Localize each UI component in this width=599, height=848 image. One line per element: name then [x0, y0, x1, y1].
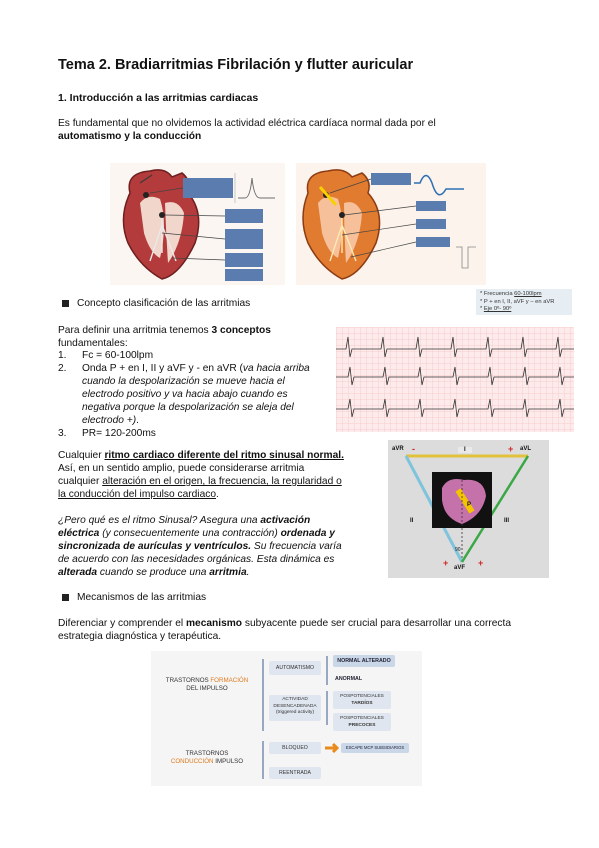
list-item: 1. Fc = 60-100lpm [58, 350, 154, 361]
rhythm-definition-paragraph: Cualquier ritmo cardiaco diferente del r… [58, 450, 344, 500]
actividad-box: ACTIVIDAD DESENCADENADA (triggered activ… [269, 695, 321, 721]
reentrada-box: REENTRADA [269, 767, 321, 779]
heart-conduction-diagram-right [296, 163, 486, 285]
plus-sign: + [478, 558, 484, 568]
sinus-question-paragraph: ¿Pero qué es el ritmo Sinusal? Asegura u… [58, 515, 342, 578]
section-heading-intro: 1. Introducción a las arritmias cardiaca… [58, 92, 259, 104]
plus-sign: + [443, 558, 449, 568]
ecg-strip [336, 327, 574, 432]
automatismo-box: AUTOMATISMO [269, 661, 321, 675]
mechanisms-diagram: TRASTORNOS FORMACIÓN DEL IMPULSO AUTOMAT… [151, 651, 422, 786]
lead-iii-label: III [504, 518, 510, 524]
criteria-list: 1. Fc = 60-100lpm 2. Onda P + en I, II y… [58, 349, 328, 440]
bullet-square-icon [62, 594, 69, 601]
sinus-rhythm-note: * Frecuencia 60-100lpm * P + en I, II, a… [476, 289, 572, 315]
escape-box: ESCAPE MCP SUBSIDIARIOS [341, 743, 409, 753]
avr-label: aVR [392, 446, 404, 452]
avl-label: aVL [520, 446, 532, 452]
bullet-square-icon [62, 300, 69, 307]
einthoven-triangle-diagram: aVR aVL aVF I II III P 90 - + + + [388, 440, 549, 578]
page-title: Tema 2. Bradiarritmias Fibrilación y flu… [58, 57, 414, 73]
minus-sign: - [412, 444, 415, 454]
bullet-mecanismos: Mecanismos de las arritmias [62, 592, 206, 603]
angle-label: 90 [455, 547, 461, 553]
bloqueo-box: BLOQUEO [269, 742, 321, 754]
lead-ii-label: II [410, 518, 414, 524]
bullet-concepto: Concepto clasificación de las arritmias [62, 298, 250, 309]
mechanism-paragraph: Diferenciar y comprender el mecanismo su… [58, 618, 512, 642]
list-item: 3. PR= 120-200ms [58, 428, 156, 439]
lead-i-label: I [458, 447, 472, 453]
plus-sign: + [508, 444, 514, 454]
p-vector-label: P [467, 502, 472, 508]
avf-label: aVF [454, 565, 466, 571]
pospotenciales-tardios-box: POSPOTENCIALES TARDÍOS [333, 691, 391, 709]
formacion-label: TRASTORNOS FORMACIÓN DEL IMPULSO [165, 677, 249, 692]
definition-paragraph: Para definir una arritmia tenemos 3 conc… [58, 325, 271, 349]
heart-conduction-diagram-left [110, 163, 285, 285]
list-item: 2. Onda P + en I, II y aVF y - en aVR (v… [58, 363, 310, 426]
conduccion-label: TRASTORNOS CONDUCCIÓN IMPULSO [170, 750, 244, 765]
anormal-label: ANORMAL [335, 676, 363, 682]
intro-paragraph: Es fundamental que no olvidemos la activ… [58, 118, 436, 142]
pospotenciales-precoces-box: POSPOTENCIALES PRECOCES [333, 713, 391, 731]
normal-alterado-box: NORMAL ALTERADO [333, 655, 395, 667]
